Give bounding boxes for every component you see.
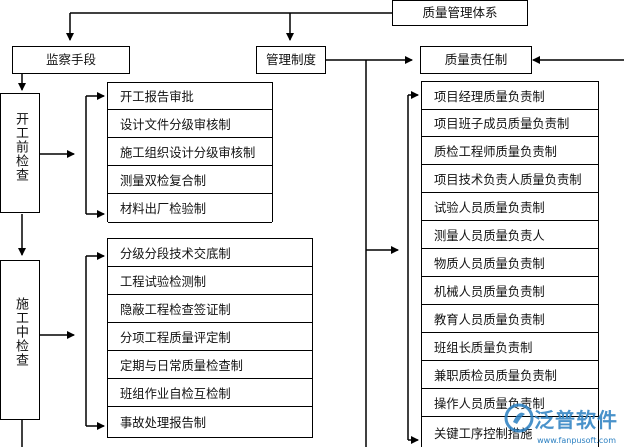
- list-item: 隐蔽工程检查签证制: [108, 295, 312, 323]
- responsibility-box: 质量责任制: [420, 46, 532, 74]
- supervision-box: 监察手段: [12, 46, 130, 74]
- watermark-brand: 泛普软件: [534, 407, 618, 432]
- list-item: 分级分段技术交底制: [108, 239, 312, 267]
- list-item: 工程试验检测制: [108, 267, 312, 295]
- responsibility-label: 质量责任制: [444, 51, 508, 67]
- management-label: 管理制度: [265, 51, 316, 67]
- list-item: 施工组织设计分级审核制: [108, 138, 272, 166]
- during-check-label: 施工中检查: [13, 297, 28, 367]
- during-check-box: 施工中检查: [0, 260, 40, 420]
- quality-system-title: 质量管理体系: [422, 4, 498, 20]
- list-item: 项目技术负责人质量负责制: [422, 165, 598, 193]
- list-item: 操作人员质量负责制: [422, 389, 598, 417]
- pre-check-label: 开工前检查: [13, 112, 28, 182]
- brand-logo-icon: [504, 403, 534, 433]
- during-items-list: 分级分段技术交底制 工程试验检测制 隐蔽工程检查签证制 分项工程质量评定制 定期…: [107, 238, 313, 438]
- list-item: 材料出厂检验制: [108, 194, 272, 223]
- list-item: 班组长质量负责制: [422, 333, 598, 361]
- management-box: 管理制度: [256, 46, 326, 74]
- list-item: 物质人员质量负责制: [422, 249, 598, 277]
- list-item: 兼职质检员质量负责制: [422, 361, 598, 389]
- responsibility-items-list: 项目经理质量负责制 项目班子成员质量负责制 质检工程师质量负责制 项目技术负责人…: [421, 81, 599, 447]
- list-item: 质检工程师质量负责制: [422, 137, 598, 165]
- list-item: 教育人员质量负责制: [422, 305, 598, 333]
- list-item: 事故处理报告制: [120, 416, 207, 430]
- pre-items-list: 开工报告审批 设计文件分级审核制 施工组织设计分级审核制 测量双检复合制 材料出…: [107, 82, 273, 223]
- quality-system-box: 质量管理体系: [392, 0, 528, 26]
- list-item: 测量人员质量负责人: [422, 221, 598, 249]
- list-item: 分项工程质量评定制: [108, 323, 312, 351]
- pre-check-box: 开工前检查: [0, 93, 40, 213]
- supervision-label: 监察手段: [45, 51, 96, 67]
- list-item: 定期与日常质量检查制: [108, 351, 312, 379]
- list-item: 班组作业自检互检制: [108, 379, 312, 407]
- list-item: 开工报告审批: [108, 83, 272, 110]
- list-item: 关键工序控制措施: [434, 426, 533, 441]
- watermark-logo: 泛普软件: [504, 403, 618, 433]
- watermark-url: www.fanpusoft.com: [537, 436, 616, 445]
- list-item: 设计文件分级审核制: [108, 110, 272, 138]
- list-item: 试验人员质量负责制: [422, 193, 598, 221]
- list-item: 项目经理质量负责制: [422, 82, 598, 110]
- list-item: 机械人员质量负责制: [422, 277, 598, 305]
- list-item: 测量双检复合制: [108, 166, 272, 194]
- list-item: 项目班子成员质量负责制: [422, 110, 598, 137]
